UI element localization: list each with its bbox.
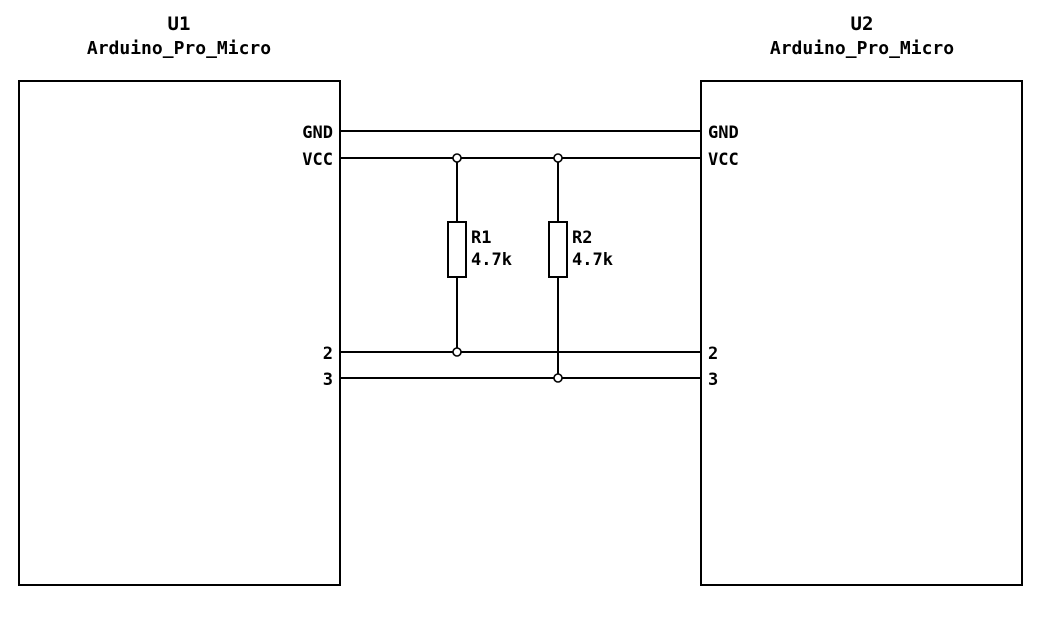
component-r1: R1 4.7k	[447, 158, 512, 352]
u1-value: Arduino_Pro_Micro	[87, 38, 271, 59]
component-u1: U1 Arduino_Pro_Micro GND VCC 2 3	[18, 13, 341, 586]
u2-pin-label-2: 2	[708, 344, 718, 364]
r2-value: 4.7k	[572, 250, 613, 270]
u2-reference: U2	[851, 13, 874, 35]
u1-pin-label-2: 2	[323, 344, 333, 364]
junction-dot-vcc-r2	[553, 153, 563, 163]
u2-pin-label-vcc: VCC	[708, 150, 739, 170]
component-u2: U2 Arduino_Pro_Micro GND VCC 2 3	[700, 13, 1023, 586]
junction-dot-pin2-r1	[452, 347, 462, 357]
u2-body	[700, 80, 1023, 586]
junctions	[452, 153, 563, 383]
component-r2: R2 4.7k	[548, 158, 613, 378]
u1-body	[18, 80, 341, 586]
r2-body	[548, 221, 568, 278]
u1-pin-label-vcc: VCC	[302, 150, 333, 170]
wires	[340, 130, 701, 379]
junction-dot-vcc-r1	[452, 153, 462, 163]
r1-value: 4.7k	[471, 250, 512, 270]
u1-pin-label-3: 3	[323, 370, 333, 390]
u2-pin-label-3: 3	[708, 370, 718, 390]
r1-reference: R1	[471, 228, 491, 248]
u1-pin-label-gnd: GND	[302, 123, 333, 143]
r1-body	[447, 221, 467, 278]
junction-dot-pin3-r2	[553, 373, 563, 383]
u2-pin-label-gnd: GND	[708, 123, 739, 143]
u1-reference: U1	[168, 13, 191, 35]
u2-value: Arduino_Pro_Micro	[770, 38, 954, 59]
r2-reference: R2	[572, 228, 592, 248]
